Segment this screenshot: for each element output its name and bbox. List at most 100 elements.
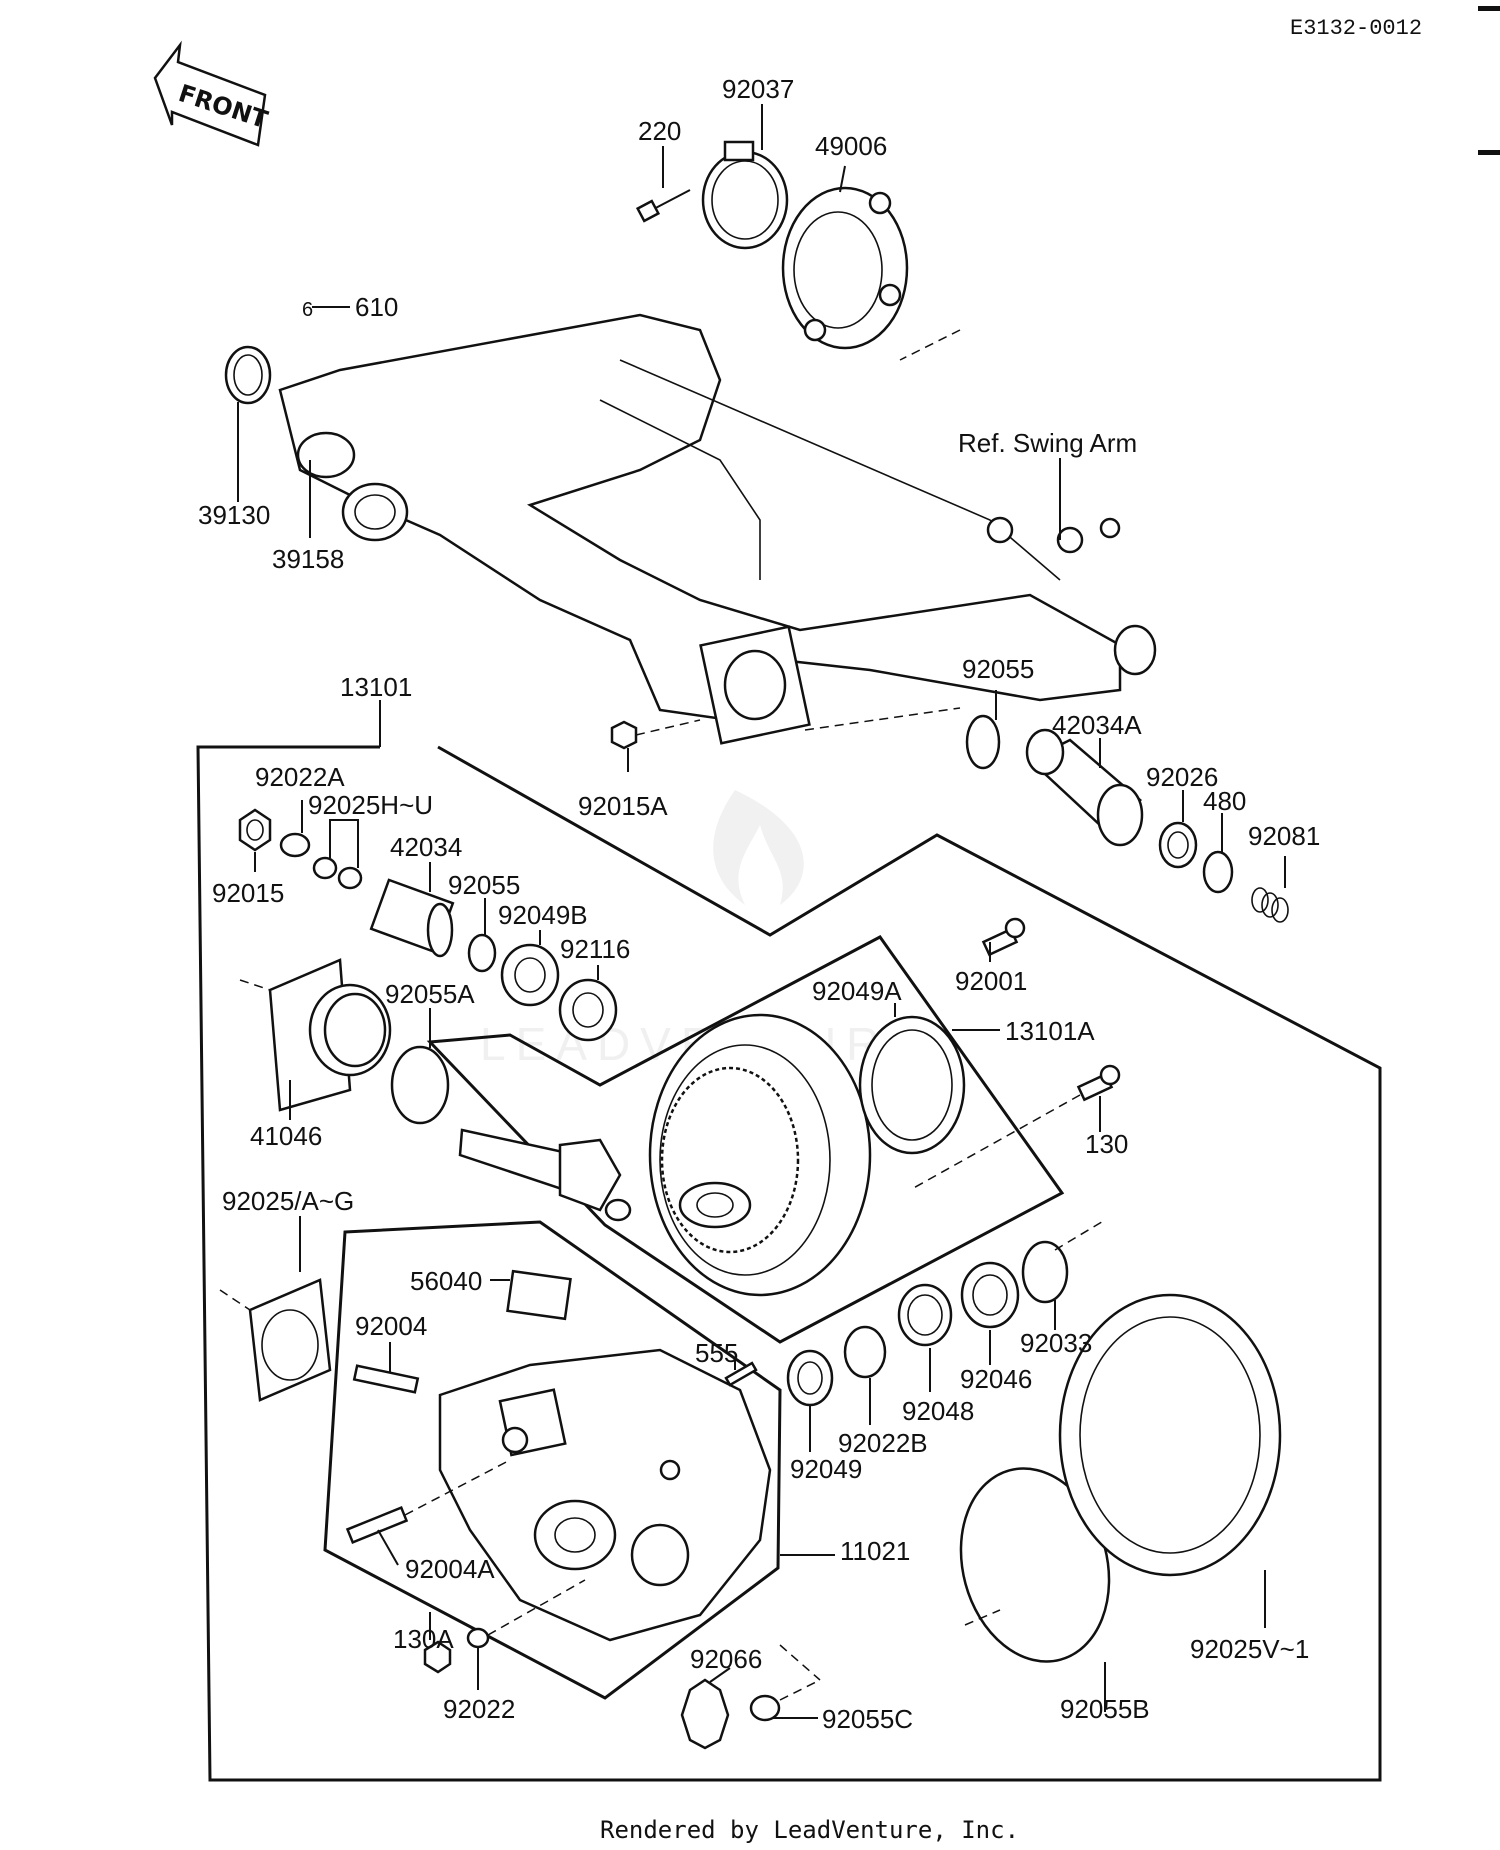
label-92037: 92037 bbox=[722, 74, 794, 104]
assembly-boundary-11021 bbox=[323, 1220, 782, 1700]
label-92025h-u: 92025H~U bbox=[308, 790, 433, 820]
diagram-code: E3132-0012 bbox=[1290, 16, 1422, 41]
washer-92022a-shape bbox=[279, 832, 311, 858]
label-92026: 92026 bbox=[1146, 762, 1218, 792]
drain-plug-92066-shape bbox=[680, 1678, 730, 1750]
coupling-42034-shape bbox=[369, 878, 455, 958]
gasket-92025-a-g-shape bbox=[219, 1278, 332, 1402]
assembly-boundaries bbox=[196, 745, 1382, 1782]
label-555: 555 bbox=[695, 1338, 738, 1368]
label-92049b: 92049B bbox=[498, 900, 588, 930]
label-plate-56040-shape bbox=[506, 1269, 572, 1321]
ring-480-shape bbox=[1202, 850, 1234, 894]
label-13101a: 13101A bbox=[1005, 1016, 1095, 1046]
label-92116: 92116 bbox=[560, 934, 630, 964]
gasket-92025v-1-shape bbox=[964, 1293, 1282, 1626]
label-6-610-prefix: 6 bbox=[302, 299, 313, 321]
edge-mark-top bbox=[1478, 6, 1500, 11]
clamp-92037-shape bbox=[701, 140, 789, 250]
label-42034a: 42034A bbox=[1052, 710, 1142, 740]
label-92055b: 92055B bbox=[1060, 1694, 1150, 1724]
washer-92022-shape bbox=[466, 1579, 586, 1649]
label-92066: 92066 bbox=[690, 1644, 762, 1674]
shim-92022b-shape bbox=[843, 1325, 887, 1379]
bolt-92001-shape bbox=[981, 917, 1026, 957]
edge-mark-mid bbox=[1478, 150, 1500, 155]
stud-92004-shape bbox=[352, 1364, 420, 1394]
assembly-boundary-13101 bbox=[196, 745, 1382, 1782]
label-92055c: 92055C bbox=[822, 1704, 913, 1734]
part-labels: 92037 220 49006 6 610 Ref. Swing Arm 391… bbox=[198, 74, 1320, 1734]
label-92033: 92033 bbox=[1020, 1328, 1092, 1358]
label-610: 610 bbox=[355, 292, 398, 322]
oil-seal-92049-shape bbox=[786, 1349, 834, 1407]
label-92001: 92001 bbox=[955, 966, 1027, 996]
nut-92015-shape bbox=[238, 808, 272, 852]
label-92055-left: 92055 bbox=[448, 870, 520, 900]
label-92055a: 92055A bbox=[385, 979, 475, 1009]
bearing-92049b-shape bbox=[500, 943, 560, 1007]
label-49006: 49006 bbox=[815, 131, 887, 161]
label-92055-top: 92055 bbox=[962, 654, 1034, 684]
bolt-130-shape bbox=[909, 1064, 1121, 1191]
label-92049a: 92049A bbox=[812, 976, 902, 1006]
bolt-130a-shape bbox=[423, 1640, 452, 1674]
front-direction-arrow: FRONT bbox=[153, 40, 272, 147]
bearing-race-92048-shape bbox=[897, 1283, 953, 1347]
label-11021: 11021 bbox=[840, 1536, 910, 1566]
bolt-220-shape bbox=[635, 189, 691, 223]
label-92022a: 92022A bbox=[255, 762, 345, 792]
washer-92026-shape bbox=[1158, 821, 1198, 869]
shims-92025h-u-shape bbox=[312, 856, 363, 890]
nut-92015a-shape bbox=[610, 719, 701, 750]
label-ref-swing-arm: Ref. Swing Arm bbox=[958, 428, 1137, 458]
o-ring-92055-left-shape bbox=[467, 933, 497, 973]
pinion-gear-shape bbox=[458, 1128, 632, 1222]
oil-seal-92049a-shape bbox=[858, 1015, 966, 1155]
assembly-boundary-13101a bbox=[426, 935, 1065, 1344]
label-92048: 92048 bbox=[902, 1396, 974, 1426]
o-ring-92055a-shape bbox=[390, 1045, 450, 1125]
label-92049: 92049 bbox=[790, 1454, 862, 1484]
bearing-92116-shape bbox=[558, 978, 618, 1042]
o-ring-92055c-shape bbox=[749, 1644, 821, 1722]
label-92015a: 92015A bbox=[578, 791, 668, 821]
label-13101: 13101 bbox=[340, 672, 412, 702]
sleeve-42034a-shape bbox=[1025, 728, 1144, 847]
label-42034: 42034 bbox=[390, 832, 462, 862]
bearing-92046-shape bbox=[960, 1261, 1020, 1329]
circlip-92033-shape bbox=[1021, 1240, 1069, 1304]
boot-49006-shape bbox=[781, 186, 909, 350]
label-92022: 92022 bbox=[443, 1694, 515, 1724]
label-92015: 92015 bbox=[212, 878, 284, 908]
label-39130: 39130 bbox=[198, 500, 270, 530]
axis-line-upper bbox=[804, 707, 961, 731]
pin-555-shape bbox=[724, 1361, 758, 1387]
label-220: 220 bbox=[638, 116, 681, 146]
circlip-39130-shape bbox=[224, 345, 272, 405]
footer-rendered-by: Rendered by LeadVenture, Inc. bbox=[600, 1816, 1019, 1844]
ring-gear-shape bbox=[648, 1013, 872, 1297]
o-ring-92055-shape bbox=[965, 714, 1001, 770]
label-92081: 92081 bbox=[1248, 821, 1320, 851]
axis-line-right bbox=[1054, 1219, 1106, 1251]
spring-92081-shape bbox=[1251, 887, 1289, 923]
label-92004a: 92004A bbox=[405, 1554, 495, 1584]
label-39158: 39158 bbox=[272, 544, 344, 574]
housing-41046-shape bbox=[239, 958, 392, 1112]
leader-lines bbox=[237, 104, 1286, 1719]
label-92025v-1: 92025V~1 bbox=[1190, 1634, 1309, 1664]
gear-case-11021-shape bbox=[438, 1348, 772, 1642]
label-41046: 41046 bbox=[250, 1121, 322, 1151]
label-92022b: 92022B bbox=[838, 1428, 928, 1458]
label-56040: 56040 bbox=[410, 1266, 482, 1296]
label-92004: 92004 bbox=[355, 1311, 427, 1341]
swing-arm-shape bbox=[278, 313, 1157, 745]
label-92025-a-g: 92025/A~G bbox=[222, 1186, 354, 1216]
label-480: 480 bbox=[1203, 786, 1246, 816]
label-92046: 92046 bbox=[960, 1364, 1032, 1394]
label-130a: 130A bbox=[393, 1624, 454, 1654]
label-130: 130 bbox=[1085, 1129, 1128, 1159]
